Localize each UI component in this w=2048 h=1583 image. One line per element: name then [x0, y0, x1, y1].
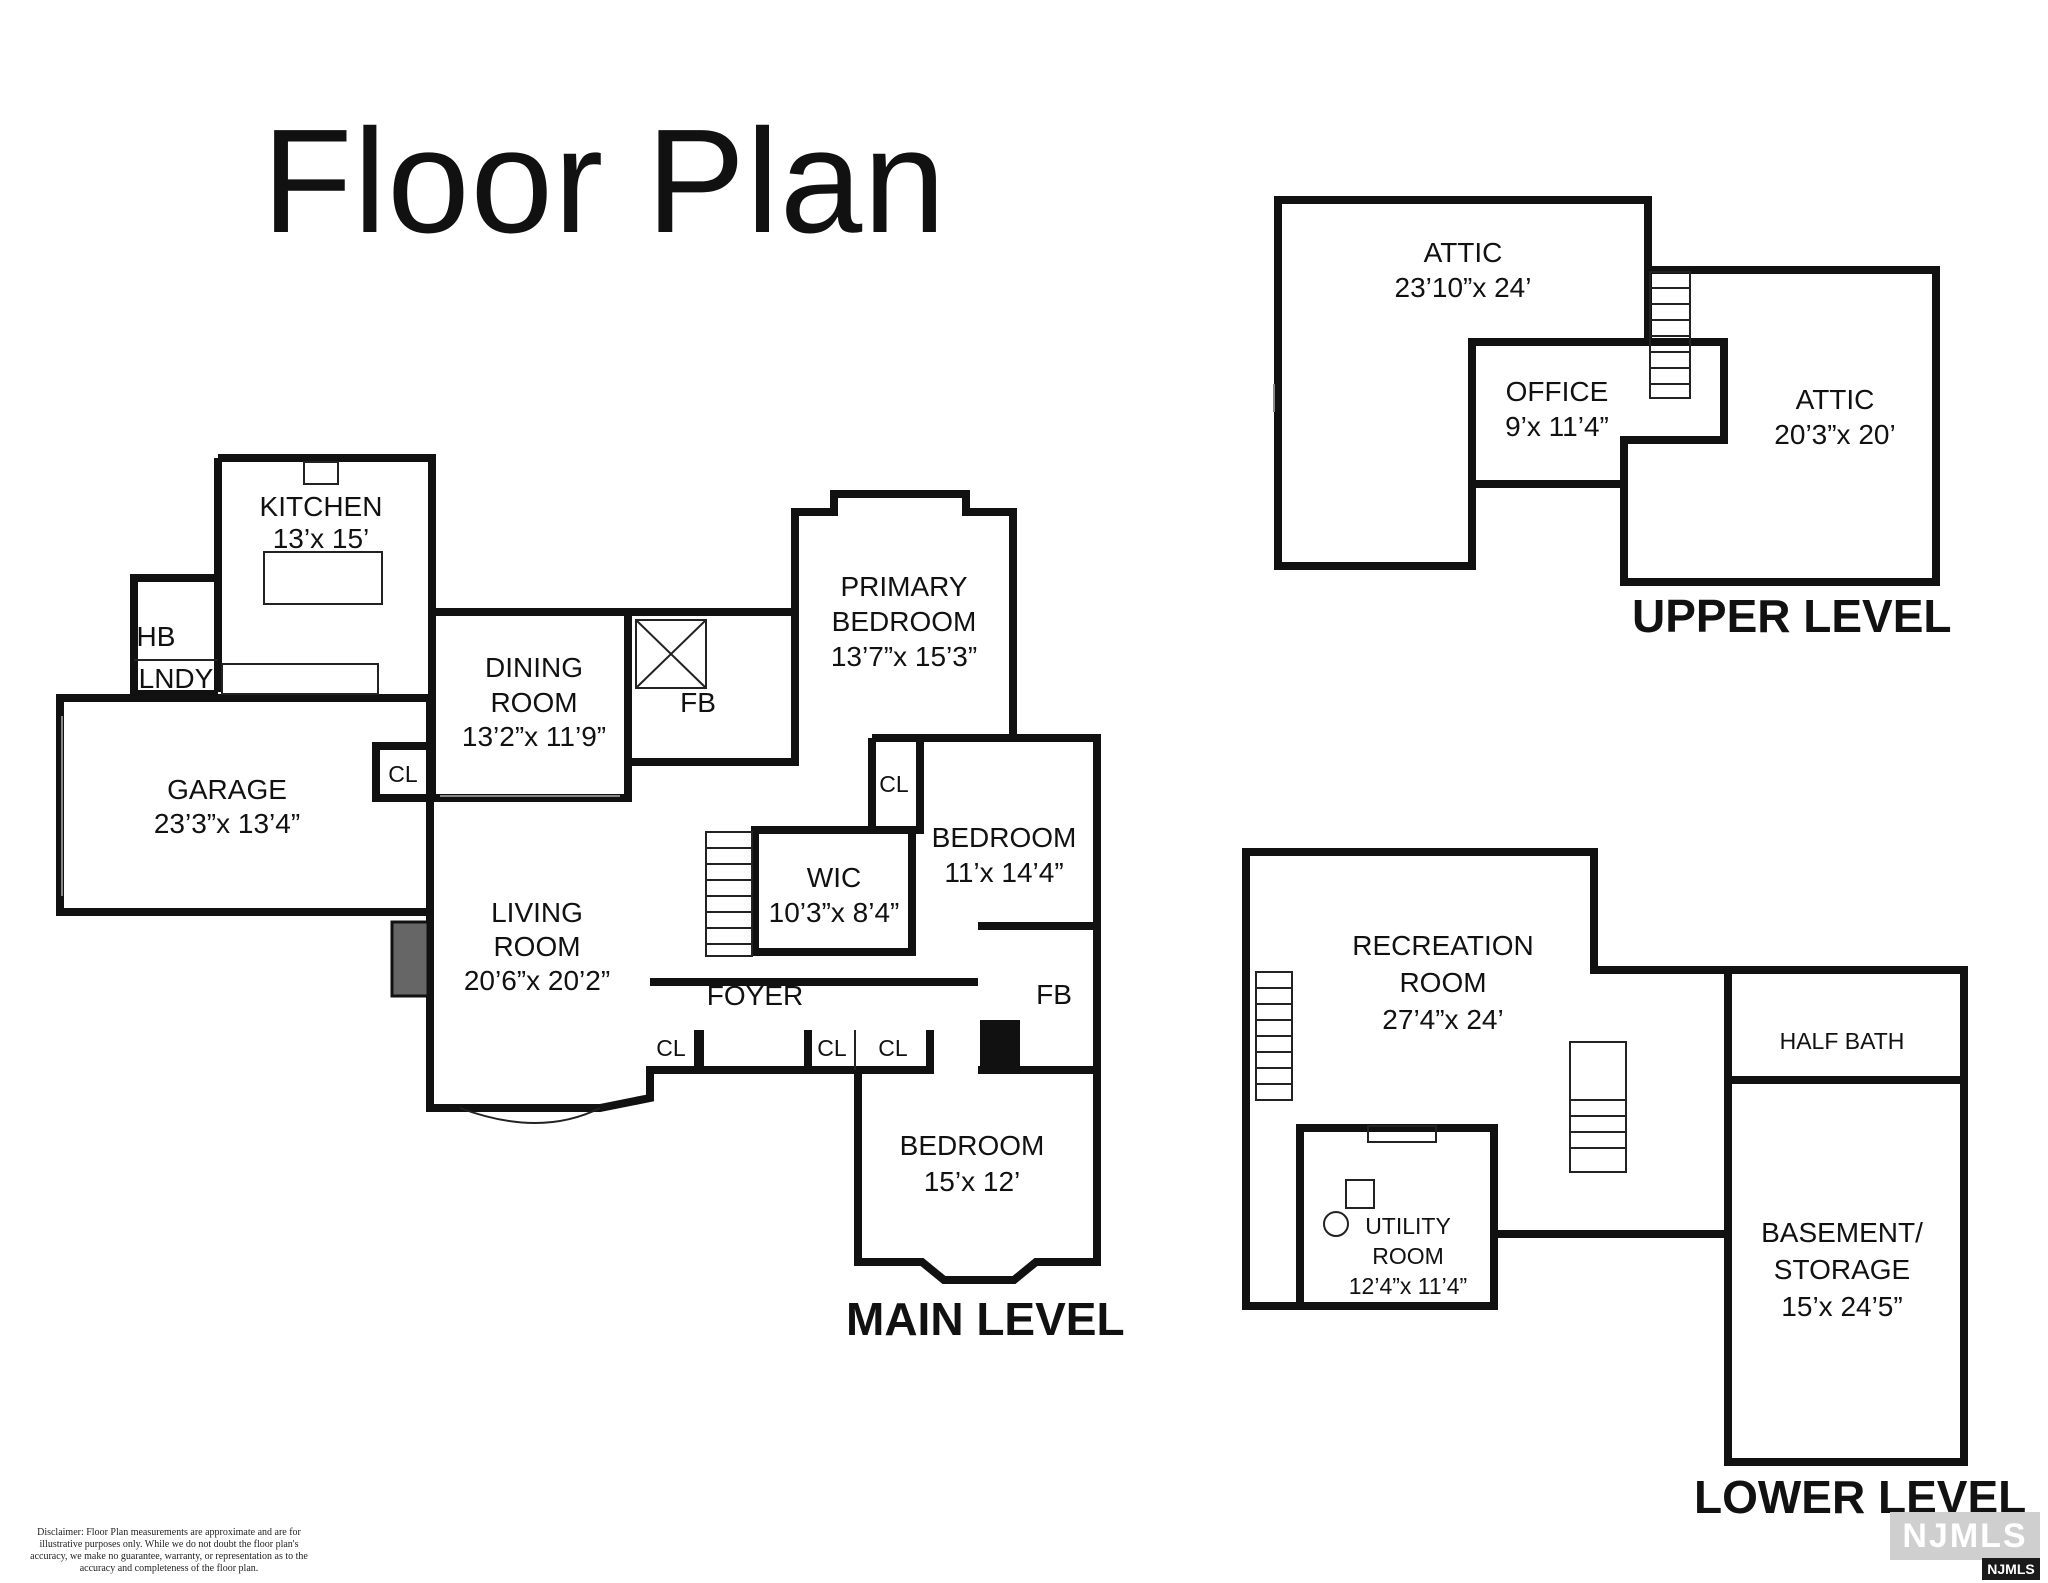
primary-name-1: PRIMARY	[840, 571, 967, 602]
closet-a-label: CL	[817, 1035, 847, 1061]
bedroom-3-walls	[854, 1070, 1101, 1284]
primary-size: 13’7”x 15’3”	[831, 641, 977, 672]
lower-stairs-left	[1255, 971, 1293, 1101]
wic-size: 10’3”x 8’4”	[769, 897, 900, 928]
garage-name: GARAGE	[167, 774, 287, 805]
logo-main-text: NJMLS	[1890, 1512, 2040, 1560]
attic-1-size: 23’10”x 24’	[1395, 272, 1532, 303]
fb-label: FB	[680, 687, 716, 718]
logo-sub-text: NJMLS	[1982, 1558, 2040, 1580]
basement-name-2: STORAGE	[1774, 1254, 1910, 1285]
disclaimer-line: Disclaimer: Floor Plan measurements are …	[37, 1527, 301, 1538]
kitchen-size: 13’x 15’	[273, 523, 370, 554]
utility-name-1: UTILITY	[1365, 1213, 1451, 1239]
disclaimer-line: accuracy and completeness of the floor p…	[79, 1563, 259, 1574]
bedroom-2-closet-label: CL	[879, 771, 909, 797]
upper-level-label: UPPER LEVEL	[1632, 590, 1952, 642]
njmls-logo: NJMLS NJMLS	[1890, 1512, 2040, 1580]
main-level-plan	[56, 454, 1101, 1284]
office-name: OFFICE	[1506, 376, 1609, 407]
office-size: 9’x 11’4”	[1505, 411, 1609, 442]
shower-cross	[635, 619, 707, 689]
garage-size: 23’3”x 13’4”	[154, 808, 300, 839]
stove-icon	[303, 461, 339, 485]
foyer-walls	[650, 978, 978, 1074]
kitchen-island	[263, 551, 383, 605]
recreation-name-1: RECREATION	[1352, 930, 1534, 961]
half-bath-label: HALF BATH	[1780, 1028, 1905, 1054]
lower-stairs-center	[1569, 1041, 1627, 1173]
upper-level-plan	[1273, 196, 1940, 586]
living-name-2: ROOM	[493, 931, 580, 962]
main-level-label: MAIN LEVEL	[846, 1293, 1125, 1345]
dining-name-1: DINING	[485, 652, 583, 683]
fireplace-block	[980, 1020, 1020, 1068]
bedroom-2-size: 11’x 14’4”	[944, 857, 1063, 888]
bedroom-3-name: BEDROOM	[900, 1130, 1045, 1161]
disclaimer-line: illustrative purposes only. While we do …	[39, 1539, 299, 1550]
primary-bedroom-walls	[791, 490, 1017, 736]
water-heater-icon	[1323, 1211, 1349, 1237]
foyer-closet-label: CL	[656, 1035, 686, 1061]
attic-2-name: ATTIC	[1796, 384, 1875, 415]
basement-walls	[1724, 1076, 1968, 1466]
fb-2-label: FB	[1036, 979, 1072, 1010]
lndy-label: LNDY	[139, 663, 214, 694]
basement-name-1: BASEMENT/	[1761, 1217, 1923, 1248]
bedroom-3-size: 15’x 12’	[924, 1166, 1021, 1197]
room-labels: KITCHEN 13’x 15’ HB LNDY DINING ROOM 13’…	[137, 237, 1924, 1322]
attic-2-walls	[1620, 266, 1940, 586]
upper-stair-walls	[1644, 200, 1724, 274]
disclaimer: Disclaimer: Floor Plan measurements are …	[14, 1527, 324, 1575]
utility-name-2: ROOM	[1372, 1243, 1444, 1269]
kitchen-counter	[221, 663, 379, 695]
shower-icon	[635, 619, 707, 689]
office-walls	[1472, 338, 1728, 488]
upper-stairs	[1649, 271, 1691, 399]
dining-name-2: ROOM	[490, 687, 577, 718]
utility-room-walls	[1300, 1124, 1498, 1310]
attic-1-name: ATTIC	[1424, 237, 1503, 268]
vent-icon	[1367, 1125, 1437, 1143]
garage-closet-label: CL	[388, 761, 418, 787]
level-labels: MAIN LEVEL UPPER LEVEL LOWER LEVEL	[846, 590, 2026, 1523]
primary-name-2: BEDROOM	[832, 606, 977, 637]
wic-walls	[751, 826, 916, 956]
utility-size: 12’4”x 11’4”	[1349, 1273, 1467, 1299]
main-stairs-treads	[706, 847, 752, 945]
living-name-1: LIVING	[491, 897, 583, 928]
recreation-size: 27’4”x 24’	[1382, 1004, 1503, 1035]
full-bath-2-walls	[978, 922, 1101, 1074]
foyer-label: FOYER	[707, 980, 803, 1011]
bay-window	[459, 1107, 601, 1124]
half-bath-walls-lower	[1728, 966, 1968, 1084]
recreation-room-walls	[1242, 848, 1732, 1310]
basement-size: 15’x 24’5”	[1781, 1291, 1902, 1322]
bedroom-2-closet-walls	[868, 738, 924, 834]
closet-b-label: CL	[878, 1035, 908, 1061]
bedroom-2-name: BEDROOM	[932, 822, 1077, 853]
garage-walls	[56, 694, 434, 916]
furnace-icon	[1345, 1179, 1375, 1209]
page-title: Floor Plan	[262, 99, 947, 264]
hb-label: HB	[137, 621, 176, 652]
fireplace-icon	[390, 920, 430, 998]
disclaimer-line: accuracy, we make no guarantee, warranty…	[30, 1551, 308, 1562]
recreation-name-2: ROOM	[1399, 967, 1486, 998]
attic-2-size: 20’3”x 20’	[1774, 419, 1895, 450]
lower-level-plan	[1242, 848, 1968, 1466]
main-stairs	[705, 831, 753, 957]
wic-name: WIC	[807, 862, 861, 893]
kitchen-name: KITCHEN	[260, 491, 383, 522]
dining-size: 13’2”x 11’9”	[462, 721, 606, 752]
living-size: 20’6”x 20’2”	[464, 965, 610, 996]
